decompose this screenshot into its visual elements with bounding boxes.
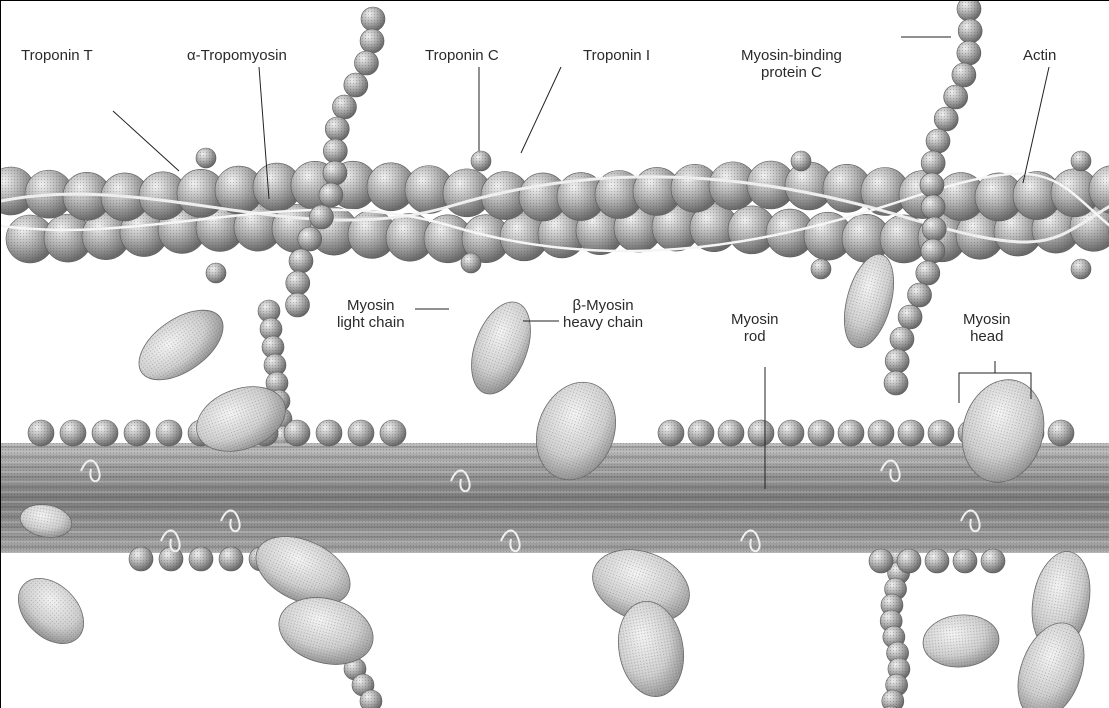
- mybpc-bead-texture: [944, 85, 968, 109]
- thick-bead-texture: [808, 420, 834, 446]
- mybpc-bead-texture: [908, 283, 932, 307]
- thick-bead-texture: [748, 420, 774, 446]
- label-mybpc: Myosin-binding protein C: [741, 47, 842, 81]
- label-myosin-light-chain: Myosin light chain: [337, 297, 405, 331]
- mybpc-bead-texture: [934, 107, 958, 131]
- thick-bead-texture: [348, 420, 374, 446]
- thick-bead-texture: [60, 420, 86, 446]
- mybpc-bead-texture: [325, 117, 349, 141]
- leader-troponin-t: [113, 111, 179, 171]
- troponin-bulb-texture: [791, 151, 811, 171]
- thick-bead-texture: [219, 547, 243, 571]
- thick-bead-texture: [688, 420, 714, 446]
- mybpc-bead-texture: [921, 239, 945, 263]
- thick-bead-texture: [189, 547, 213, 571]
- myosin-head-texture: [271, 588, 380, 675]
- thick-bead-texture: [838, 420, 864, 446]
- label-actin: Actin: [1023, 47, 1056, 64]
- leader-troponin-i: [521, 67, 561, 153]
- myosin-head-texture: [1006, 614, 1097, 708]
- mybpc-bead-texture: [344, 73, 368, 97]
- mybpc-bead-texture: [952, 63, 976, 87]
- mybpc-bead-texture: [286, 271, 310, 295]
- mybpc-bead-texture: [319, 183, 343, 207]
- mybpc-bead-texture: [926, 129, 950, 153]
- thick-bead-texture: [869, 549, 893, 573]
- mybpc-bead-texture: [332, 95, 356, 119]
- mybpc-bead-texture: [289, 249, 313, 273]
- mybpc-bead-texture: [890, 327, 914, 351]
- thick-bead-texture: [718, 420, 744, 446]
- myosin-head-texture: [6, 566, 97, 657]
- thick-bead-texture: [928, 420, 954, 446]
- mybpc-bead-texture: [286, 293, 310, 317]
- mybpc-bead-texture: [957, 1, 981, 21]
- thick-bead-texture: [284, 420, 310, 446]
- mybpc-bead-texture: [354, 51, 378, 75]
- troponin-bulb-texture: [811, 259, 831, 279]
- thick-bead-texture: [156, 420, 182, 446]
- thick-bead-texture: [129, 547, 153, 571]
- mybpc-bead-texture: [958, 19, 982, 43]
- mybpc-bead-texture: [323, 161, 347, 185]
- troponin-bulb-texture: [206, 263, 226, 283]
- mybpc-bead-texture: [921, 195, 945, 219]
- mybpc-bead-texture: [885, 349, 909, 373]
- myosin-head-texture: [921, 612, 1001, 670]
- thick-bead-texture: [897, 549, 921, 573]
- mybpc-bead-texture: [309, 205, 333, 229]
- thick-bead-texture: [868, 420, 894, 446]
- thick-bead-texture: [898, 420, 924, 446]
- myosin-head-texture: [460, 294, 542, 402]
- mybpc-bead-texture: [921, 151, 945, 175]
- label-heavy-chain: β-Myosin heavy chain: [563, 297, 643, 331]
- thick-bead-texture: [92, 420, 118, 446]
- thick-bead-texture: [316, 420, 342, 446]
- thick-bead-texture: [658, 420, 684, 446]
- mybpc-bead-texture: [916, 261, 940, 285]
- thick-bead-texture: [28, 420, 54, 446]
- thick-bead-texture: [778, 420, 804, 446]
- mybpc-bead-texture: [360, 29, 384, 53]
- leader-actin: [1023, 67, 1049, 183]
- troponin-bulb-texture: [461, 253, 481, 273]
- thick-bead-texture: [159, 547, 183, 571]
- myosin-head-texture: [127, 296, 235, 394]
- troponin-bulb-texture: [1071, 259, 1091, 279]
- label-troponin-i: Troponin I: [583, 47, 650, 64]
- mybpc-bead-texture: [957, 41, 981, 65]
- mybpc-bead-texture: [920, 173, 944, 197]
- label-myosin-rod: Myosin rod: [731, 311, 779, 345]
- mybpc-bead-texture: [361, 7, 385, 31]
- thick-bead-texture: [380, 420, 406, 446]
- label-tropomyosin: α-Tropomyosin: [187, 47, 287, 64]
- mybpc-bead-texture: [922, 217, 946, 241]
- label-troponin-c: Troponin C: [425, 47, 499, 64]
- mybpc-bead-texture: [323, 139, 347, 163]
- troponin-bulb-texture: [196, 148, 216, 168]
- label-myosin-head: Myosin head: [963, 311, 1011, 345]
- mybpc-bead-texture: [298, 227, 322, 251]
- mybpc-bead-texture: [898, 305, 922, 329]
- mybpc-bead-texture: [884, 371, 908, 395]
- thick-bead-texture: [1048, 420, 1074, 446]
- thick-bead-texture: [953, 549, 977, 573]
- label-troponin-t: Troponin T: [21, 47, 93, 64]
- thick-bead-texture: [925, 549, 949, 573]
- troponin-bulb-texture: [471, 151, 491, 171]
- thick-bead-texture: [124, 420, 150, 446]
- troponin-bulb-texture: [1071, 151, 1091, 171]
- thick-bead-texture: [981, 549, 1005, 573]
